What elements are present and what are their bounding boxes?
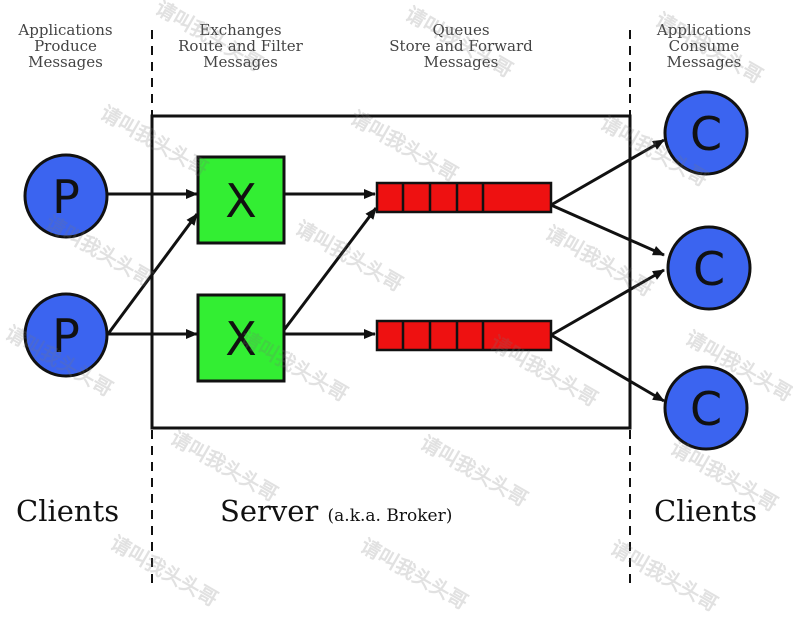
header-queues: Queues Store and Forward Messages xyxy=(380,22,542,70)
header-consumers: Applications Consume Messages xyxy=(648,22,760,70)
header-exchanges-line-3: Messages xyxy=(203,53,278,71)
header-exchanges: Exchanges Route and Filter Messages xyxy=(168,22,313,70)
queue-2-body xyxy=(375,319,553,352)
label-server-note: (a.k.a. Broker) xyxy=(327,506,453,526)
header-queues-line-1: Queues xyxy=(432,21,490,39)
exchange-2-box xyxy=(196,293,286,383)
label-server: Server (a.k.a. Broker) xyxy=(220,494,452,528)
header-exchanges-line-1: Exchanges xyxy=(199,21,282,39)
arrow-p2-x1 xyxy=(106,213,199,335)
header-queues-line-2: Store and Forward xyxy=(389,37,533,55)
exchange-1-label: X xyxy=(225,174,257,228)
producer-1-circle xyxy=(23,153,109,239)
label-clients-left: Clients xyxy=(16,494,120,528)
header-producers-line-1: Applications xyxy=(18,21,113,39)
header-consumers-line-1: Applications xyxy=(656,21,752,39)
queue-1 xyxy=(375,181,553,214)
arrow-q2-c3 xyxy=(550,333,665,403)
producer-2-circle xyxy=(23,292,109,378)
consumer-1-circle xyxy=(663,90,749,176)
arrow-x2-q1 xyxy=(282,207,378,331)
header-exchanges-line-2: Route and Filter xyxy=(178,37,303,55)
exchange-2-label: X xyxy=(225,312,257,366)
consumer-2-label: C xyxy=(693,242,725,296)
consumer-1-label: C xyxy=(690,107,722,161)
arrow-q2-c2 xyxy=(550,268,665,337)
exchange-1-box xyxy=(196,155,286,245)
header-consumers-line-3: Messages xyxy=(666,53,742,71)
connections xyxy=(106,138,665,403)
producer-2-label: P xyxy=(52,309,80,363)
producer-1-label: P xyxy=(52,170,80,224)
queue-1-body xyxy=(375,181,553,214)
arrow-q1-c1 xyxy=(550,138,665,207)
header-producers: Applications Produce Messages xyxy=(8,22,123,70)
header-producers-line-2: Produce xyxy=(34,37,97,55)
header-consumers-line-2: Consume xyxy=(668,37,740,55)
producer-1: P xyxy=(23,153,109,239)
header-queues-line-3: Messages xyxy=(423,53,499,71)
consumer-3-circle xyxy=(663,365,749,451)
consumer-2: C xyxy=(666,225,752,311)
consumer-2-circle xyxy=(666,225,752,311)
arrow-q1-c2 xyxy=(550,203,665,257)
label-server-main: Server xyxy=(220,494,319,528)
producer-2: P xyxy=(23,292,109,378)
consumer-3: C xyxy=(663,365,749,451)
consumer-3-label: C xyxy=(690,382,722,436)
queue-2 xyxy=(375,319,553,352)
exchange-2: X xyxy=(196,293,286,383)
consumer-1: C xyxy=(663,90,749,176)
header-producers-line-3: Messages xyxy=(28,53,103,71)
label-clients-right: Clients xyxy=(654,494,758,528)
exchange-1: X xyxy=(196,155,286,245)
